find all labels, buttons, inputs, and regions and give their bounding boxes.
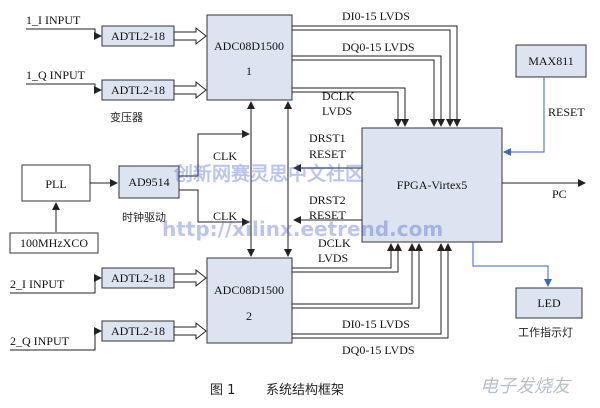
adc-bottom-label-2: 2 bbox=[246, 309, 252, 323]
clk-bottom-label: CLK bbox=[213, 209, 237, 223]
dclk-top-label-1: DCLK bbox=[322, 89, 355, 103]
adtl-block-4-label: ADTL2-18 bbox=[111, 324, 165, 338]
figure-number: 图 1 bbox=[210, 383, 235, 398]
reset-label: RESET bbox=[548, 105, 585, 119]
bus-arrow-2 bbox=[173, 80, 207, 100]
xco-block bbox=[9, 232, 99, 254]
watermark-corner: 电子发烧友 bbox=[480, 376, 572, 397]
adc-block-bottom bbox=[206, 257, 293, 344]
adtl-block-2-label: ADTL2-18 bbox=[111, 83, 165, 97]
led-block bbox=[515, 287, 583, 319]
adc-top-label-1: ADC08D1500 bbox=[214, 39, 284, 53]
watermark-url: http://xilinx.eetrend.com bbox=[162, 217, 443, 241]
input-2i-label: 2_I INPUT bbox=[10, 277, 65, 291]
adtl-block-3-label: ADTL2-18 bbox=[111, 271, 165, 285]
dq-top-label: DQ0-15 LVDS bbox=[342, 40, 415, 54]
di-top-label: DI0-15 LVDS bbox=[342, 9, 410, 23]
fpga-block bbox=[361, 127, 503, 243]
bus-arrow-3 bbox=[173, 268, 207, 288]
pc-label: PC bbox=[552, 187, 567, 201]
figure-title: 系统结构框架 bbox=[266, 383, 344, 398]
adc-block-top bbox=[206, 14, 293, 101]
dq-bottom-label: DQ0-15 LVDS bbox=[342, 343, 415, 357]
max811-label: MAX811 bbox=[528, 54, 574, 68]
clock-driver-label: 时钟驱动 bbox=[122, 210, 166, 224]
status-light-label: 工作指示灯 bbox=[518, 325, 573, 339]
input-1q-label: 1_Q INPUT bbox=[26, 68, 86, 82]
dclk-bottom-label-1: DCLK bbox=[318, 236, 351, 250]
drst1-label-2: RESET bbox=[309, 147, 346, 161]
adc-bottom-label-1: ADC08D1500 bbox=[214, 283, 284, 297]
adtl-block-1-label: ADTL2-18 bbox=[111, 29, 165, 43]
drst1-label-1: DRST1 bbox=[309, 131, 346, 145]
drst2-label-2: RESET bbox=[309, 208, 346, 222]
xco-label: 100MHzXCO bbox=[20, 236, 88, 250]
input-1i-label: 1_I INPUT bbox=[26, 13, 81, 27]
dclk-top-label-2: LVDS bbox=[322, 104, 352, 118]
ad9514-block bbox=[118, 165, 180, 199]
ad9514-label: AD9514 bbox=[128, 175, 169, 189]
transformer-label: 变压器 bbox=[110, 110, 143, 124]
pll-label: PLL bbox=[45, 177, 66, 191]
input-2q-label: 2_Q INPUT bbox=[10, 334, 70, 348]
watermark-cn: 创新网赛灵思中文社区 bbox=[173, 162, 364, 185]
max811-block bbox=[515, 44, 587, 78]
dclk-bottom-label-2: LVDS bbox=[318, 251, 348, 265]
led-label: LED bbox=[537, 296, 561, 310]
di-bottom-label: DI0-15 LVDS bbox=[342, 317, 410, 331]
drst2-label-1: DRST2 bbox=[309, 193, 346, 207]
fpga-label: FPGA-Virtex5 bbox=[397, 178, 468, 192]
clk-top-label: CLK bbox=[213, 149, 237, 163]
bus-arrow-1 bbox=[173, 26, 207, 46]
adc-top-label-2: 1 bbox=[246, 64, 252, 78]
bus-arrow-4 bbox=[173, 321, 207, 341]
